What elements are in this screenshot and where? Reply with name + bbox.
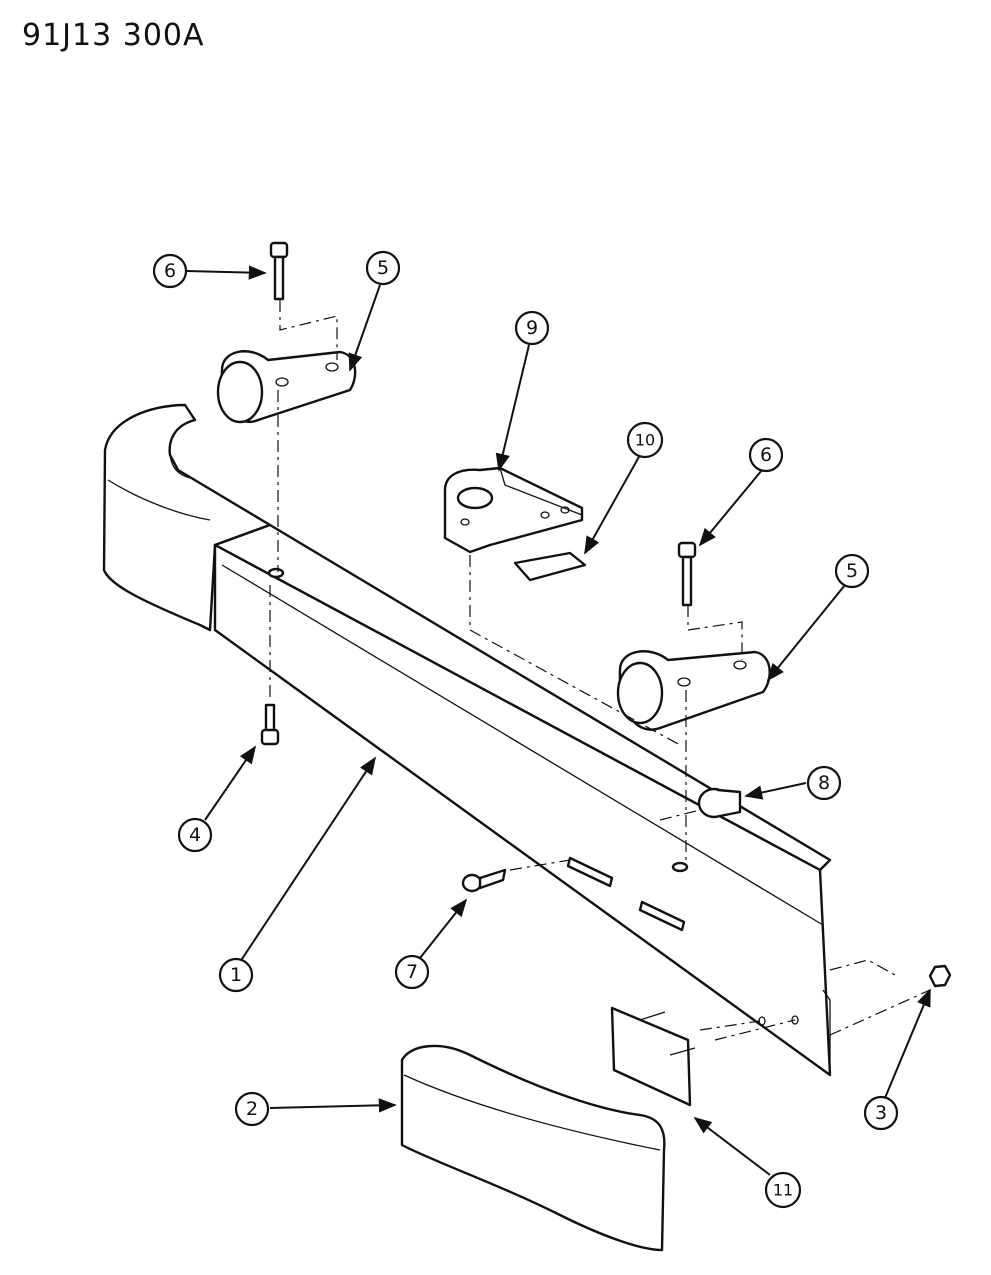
- callout-9-label: 9: [526, 317, 538, 339]
- tow-hook-right: [616, 650, 771, 731]
- callout-6-left-label: 6: [164, 260, 176, 282]
- callout-5-right-label: 5: [846, 560, 858, 582]
- callout-1-label: 1: [230, 964, 242, 986]
- callout-2: 2: [234, 1091, 270, 1127]
- callout-10-label: 10: [635, 431, 655, 450]
- leader-lines: [186, 265, 931, 1176]
- callout-8: 8: [806, 765, 842, 801]
- callout-4-label: 4: [189, 824, 201, 846]
- callout-3-label: 3: [875, 1102, 887, 1124]
- screw: [461, 868, 507, 893]
- callout-6-right-label: 6: [760, 444, 772, 466]
- bolt-upper-left: [269, 241, 289, 301]
- bolt-upper-right: [677, 541, 697, 607]
- bumper-end-cap: [400, 1044, 666, 1252]
- callout-5-left: 5: [365, 250, 401, 286]
- mounting-bracket: [443, 466, 584, 554]
- callout-5-right: 5: [834, 553, 870, 589]
- callout-2-label: 2: [246, 1098, 258, 1120]
- callout-4: 4: [177, 817, 213, 853]
- nut: [928, 964, 952, 988]
- callout-3: 3: [863, 1095, 899, 1131]
- callout-8-label: 8: [818, 772, 830, 794]
- drawing-code: 91J13 300A: [22, 18, 205, 53]
- callout-9: 9: [514, 310, 550, 346]
- bolt-lower: [260, 703, 280, 746]
- assembly-lines: [269, 300, 931, 1041]
- bumper-bar: [102, 403, 832, 1077]
- callout-6-right: 6: [748, 437, 784, 473]
- callout-7: 7: [394, 954, 430, 990]
- tow-hook-left: [216, 350, 357, 424]
- callout-5-left-label: 5: [377, 257, 389, 279]
- callout-1: 1: [218, 957, 254, 993]
- callout-6-left: 6: [152, 253, 188, 289]
- callout-10: 10: [626, 421, 664, 459]
- plug: [697, 787, 742, 819]
- callout-11: 11: [764, 1171, 802, 1209]
- callout-11-label: 11: [773, 1181, 793, 1200]
- license-plate-bracket: [610, 1006, 692, 1107]
- backing-plate: [513, 551, 587, 582]
- callout-7-label: 7: [406, 961, 418, 983]
